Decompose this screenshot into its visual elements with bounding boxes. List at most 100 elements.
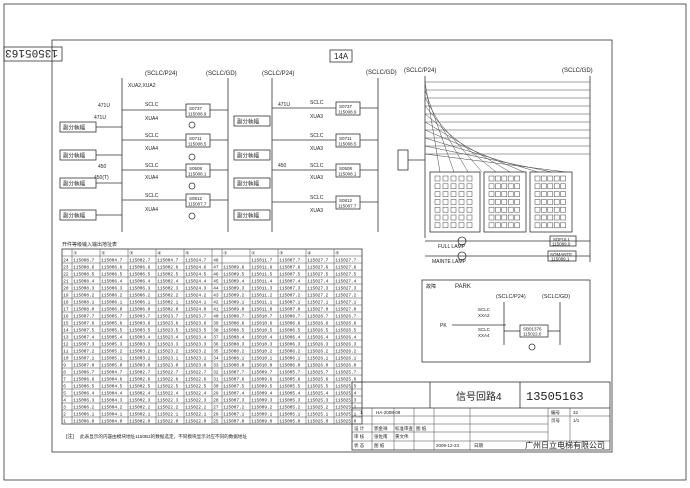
io-table-cell: 115004.0: [101, 419, 122, 424]
left-relay-2: S0508: [189, 166, 203, 171]
io-table-cell: 115022.7: [157, 370, 178, 375]
display-drop-line: [424, 145, 553, 173]
io-table-cell: 28: [213, 398, 219, 403]
io-table-cell: 115006.0: [73, 419, 94, 424]
io-table-cell: 27: [213, 405, 219, 410]
led-cell: [534, 206, 541, 213]
io-table-cell: 15: [63, 321, 69, 326]
top-chain-label: XUA2,XUA2: [128, 83, 156, 89]
io-table-cell: 115007.7: [279, 258, 300, 263]
led-cell: [560, 206, 566, 213]
io-table-cell: 115010.2: [251, 349, 272, 354]
io-table-cell: 115006.4: [101, 279, 122, 284]
io-table-cell: 115011.3: [251, 286, 272, 291]
park-relay: SB01376: [523, 327, 542, 332]
bus-label-6: (SCLC/GD): [562, 68, 593, 74]
io-table-cell: 115024.2: [185, 293, 206, 298]
io-table-cell: 115002.3: [129, 398, 150, 403]
led-cell: [514, 206, 520, 213]
led-cell: [466, 206, 473, 213]
io-table-cell: 115009.1: [223, 300, 244, 305]
io-table-cell: 115004.7: [101, 370, 122, 375]
left-btn-0: 副分執幅: [63, 124, 86, 132]
right-relay-1: S0711: [339, 136, 352, 141]
display-drop-line: [424, 97, 469, 173]
io-table-cell: 115025.2: [307, 405, 328, 410]
io-table-cell: 115005.5: [101, 328, 122, 333]
io-table-cell: 115002.2: [157, 293, 178, 298]
led-cell: [434, 183, 441, 190]
date-value: 2009-12-23: [436, 443, 460, 448]
io-table-cell: 115010.0: [251, 363, 272, 368]
led-cell: [466, 191, 473, 197]
io-table-cell: 115027.6: [335, 265, 356, 270]
led-cell: [450, 191, 457, 197]
led-cell: [534, 175, 541, 182]
io-table-cell: 115024.7: [185, 258, 206, 263]
right-group-1: 副分執幅 SCLC XUA3 S0711 115008.5: [233, 133, 378, 161]
io-table-cell: 115006.7: [73, 370, 94, 375]
led-matrix-3: [529, 171, 573, 233]
io-table-cell: 115006.6: [101, 265, 122, 270]
io-table-cell: 115025.3: [307, 398, 328, 403]
led-cell: [442, 214, 449, 221]
io-table-cell: 115027.1: [307, 300, 328, 305]
led-cell: [547, 222, 554, 229]
io-table-cell: 115006.2: [279, 349, 300, 354]
io-table-cell: 115026.3: [335, 342, 356, 347]
io-table-cell: 115007.1: [73, 356, 94, 361]
io-table-cell: 115007.1: [279, 300, 300, 305]
io-table-cell: 115004.2: [101, 405, 122, 410]
io-table-cell: 115023.1: [157, 356, 178, 361]
led-cell: [541, 175, 547, 182]
stamp-number: 13505163: [5, 46, 58, 58]
display-drop-line: [424, 137, 539, 173]
io-table-cell: 115009.2: [251, 405, 272, 410]
park-box: 故障 PARK (SCLC/P24) (SCLC/GD) PK SCLC XXA…: [421, 279, 591, 363]
io-table-cell: 115007.0: [223, 419, 244, 424]
io-table-cell: 115009.5: [223, 272, 244, 277]
io-table-cell: 115024.6: [185, 265, 206, 270]
io-table-cell: 115006.4: [129, 279, 150, 284]
right-group-2: 副分執幅 450 SCLC XUA3 S0508 115008.1: [233, 163, 378, 189]
io-table-cell: 115007.7: [73, 314, 94, 319]
led-cell: [450, 206, 457, 213]
left-btn-1: 副分執幅: [63, 152, 86, 160]
checker-label: 标准审查: [395, 425, 413, 432]
io-table-cell: 115025.7: [335, 370, 356, 375]
io-table-cell: 115026.1: [335, 356, 356, 361]
io-table-cell: 115026.5: [307, 328, 328, 333]
io-table-cell: 20: [63, 286, 69, 291]
io-table-cell: 23: [63, 265, 69, 270]
left-node-2: 450(T): [94, 175, 109, 181]
led-cell: [534, 199, 541, 205]
io-table-cell: 115026.4: [335, 335, 356, 340]
io-table-cell: 115006.5: [101, 272, 122, 277]
io-table-cell: 115022.4: [185, 391, 206, 396]
led-cell: [501, 214, 508, 221]
io-table-cell: 115027.4: [307, 279, 328, 284]
io-table-cell: 115008.5: [73, 272, 94, 277]
io-table-header-cell: ①: [223, 251, 227, 256]
led-cell: [458, 199, 465, 205]
io-table-cell: 115003.0: [129, 363, 150, 368]
io-table-cell: 115023.3: [185, 342, 206, 347]
io-table-cell: 115027.3: [307, 286, 328, 291]
io-table-cell: 4: [63, 398, 66, 403]
outer-border: [3, 3, 687, 481]
io-table-cell: 115024.0: [185, 307, 206, 312]
io-table-cell: 115003.2: [129, 349, 150, 354]
io-table-cell: 115007.1: [223, 412, 244, 417]
led-cell: [434, 206, 441, 213]
led-cell: [547, 214, 554, 221]
io-table-cell: 6: [63, 384, 66, 389]
right-group-0: 副分執幅 471U SCLC XUA3 S0737 115008.9: [233, 100, 378, 127]
io-table-cell: 115026.7: [307, 314, 328, 319]
io-table-cell: 24: [63, 258, 69, 263]
led-cell: [434, 222, 441, 229]
io-table-cell: 115002.1: [129, 412, 150, 417]
io-table-cell: 115002.3: [157, 286, 178, 291]
io-table-cell: 115025.5: [335, 384, 356, 389]
left-sclc-0: SCLC: [145, 102, 159, 108]
right-xuax-3: XUA3: [310, 208, 323, 214]
